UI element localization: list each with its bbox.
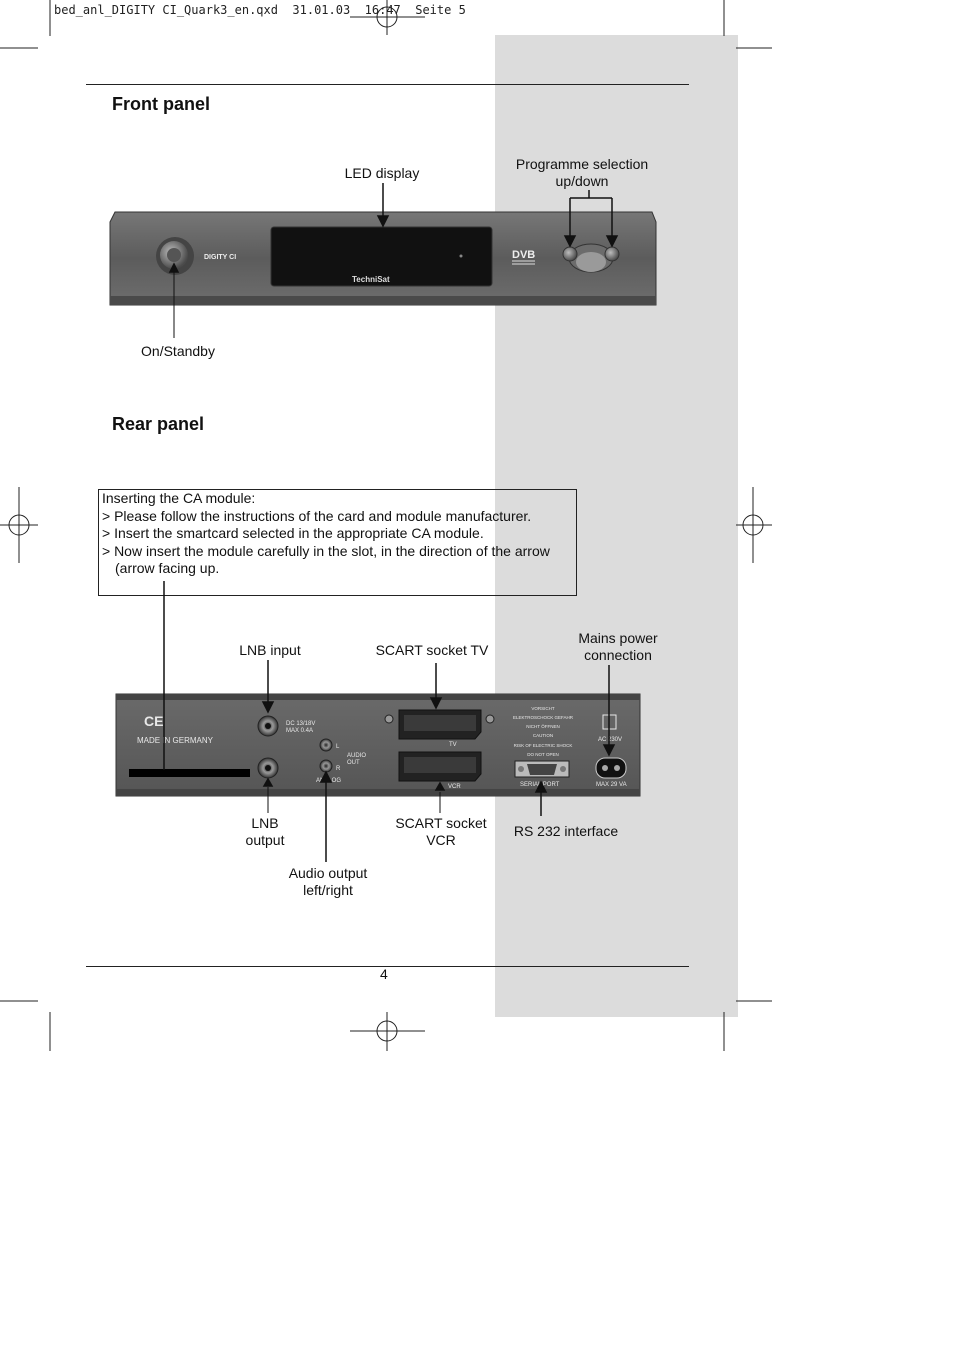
- top-rule: [86, 84, 689, 85]
- gray-side-band: [495, 35, 738, 1017]
- led-display-window: [270, 226, 493, 287]
- scart-vcr-label: SCART socket VCR: [386, 815, 496, 849]
- model-name: DIGITY CI: [204, 254, 236, 261]
- ca-module-instructions: Inserting the CA module: > Please follow…: [98, 489, 577, 596]
- max-va-label: MAX 29 VA: [596, 782, 627, 788]
- scart-vcr-label-line2: VCR: [426, 832, 456, 848]
- audio-output-label: Audio output left/right: [276, 865, 380, 899]
- ac-rating: AC 230V: [598, 737, 622, 743]
- scart-vcr-label-line1: SCART socket: [395, 815, 487, 831]
- ce-mark: CE: [144, 713, 163, 729]
- file-slug: bed_anl_DIGITY CI_Quark3_en.qxd 31.01.03…: [54, 3, 466, 17]
- audio-l-label: L: [336, 744, 340, 750]
- svg-text:RISK OF ELECTRIC SHOCK: RISK OF ELECTRIC SHOCK: [514, 743, 573, 748]
- power-button: [156, 237, 194, 275]
- instruction-item: > Now insert the module carefully in the…: [102, 542, 550, 559]
- audio-out-label-2: OUT: [347, 760, 360, 766]
- rear-panel-title: Rear panel: [112, 414, 205, 434]
- svg-text:DVB: DVB: [512, 249, 535, 261]
- lnb-output-label-line1: LNB: [251, 815, 279, 831]
- mains-socket: [595, 757, 627, 779]
- tv-socket-label: TV: [449, 742, 457, 748]
- scart-tv-label: SCART socket TV: [375, 642, 489, 658]
- mains-power-label-line1: Mains power: [578, 630, 658, 646]
- rs232-port: [514, 760, 570, 778]
- audio-l-jack: [319, 738, 333, 752]
- front-panel-title: Front panel: [112, 94, 210, 114]
- lnb-output-label-line2: output: [245, 832, 285, 848]
- ca-module-slot: [129, 769, 250, 777]
- warning-text: VORSICHT ELEKTROSCHOCK GEFAHR NICHT ÖFFN…: [513, 706, 574, 757]
- led-display-label: LED display: [344, 165, 420, 181]
- scart-tv-socket: [384, 709, 495, 740]
- bottom-rule: [86, 966, 689, 967]
- instruction-item: > Please follow the instructions of the …: [102, 507, 532, 524]
- programme-selection-label-line2: up/down: [555, 173, 609, 189]
- scart-vcr-socket: [398, 751, 482, 782]
- lnb-output-jack: [257, 757, 279, 779]
- instruction-item: > Insert the smartcard selected in the a…: [102, 525, 484, 541]
- on-standby-label: On/Standby: [141, 343, 215, 359]
- svg-text:DO NOT OPEN: DO NOT OPEN: [527, 752, 558, 757]
- lnb-input-label: LNB input: [239, 642, 301, 658]
- lnb-output-label: LNB output: [230, 815, 300, 849]
- programme-selection-label-line1: Programme selection: [515, 156, 649, 172]
- made-in-germany: MADE IN GERMANY: [137, 736, 214, 745]
- svg-text:CAUTION: CAUTION: [533, 733, 553, 738]
- page-number: 4: [380, 966, 388, 982]
- instructions-heading: Inserting the CA module:: [102, 490, 256, 506]
- audio-out-label-1: AUDIO: [347, 753, 366, 759]
- programme-buttons: [562, 243, 620, 273]
- dc-rating: DC 13/18V: [286, 721, 315, 727]
- audio-output-label-line2: left/right: [303, 882, 353, 898]
- svg-text:NICHT ÖFFNEN: NICHT ÖFFNEN: [526, 723, 559, 729]
- audio-r-jack: [319, 759, 333, 773]
- mains-power-label-line2: connection: [584, 647, 652, 663]
- svg-text:ELEKTROSCHOCK GEFAHR: ELEKTROSCHOCK GEFAHR: [513, 715, 574, 720]
- lnb-input-jack: [257, 715, 279, 737]
- vcr-socket-label: VCR: [448, 784, 461, 790]
- mains-power-label: Mains power connection: [560, 630, 676, 664]
- rs232-label: RS 232 interface: [513, 823, 619, 839]
- brand-name: TechniSat: [352, 275, 390, 284]
- programme-selection-label: Programme selection up/down: [502, 156, 662, 190]
- svg-text:VORSICHT: VORSICHT: [531, 706, 555, 711]
- max-current: MAX 0.4A: [286, 728, 313, 734]
- instruction-continuation: (arrow facing up.: [115, 560, 220, 576]
- dvb-logo: DVB: [512, 249, 535, 265]
- audio-output-label-line1: Audio output: [288, 865, 368, 881]
- audio-r-label: R: [336, 766, 341, 772]
